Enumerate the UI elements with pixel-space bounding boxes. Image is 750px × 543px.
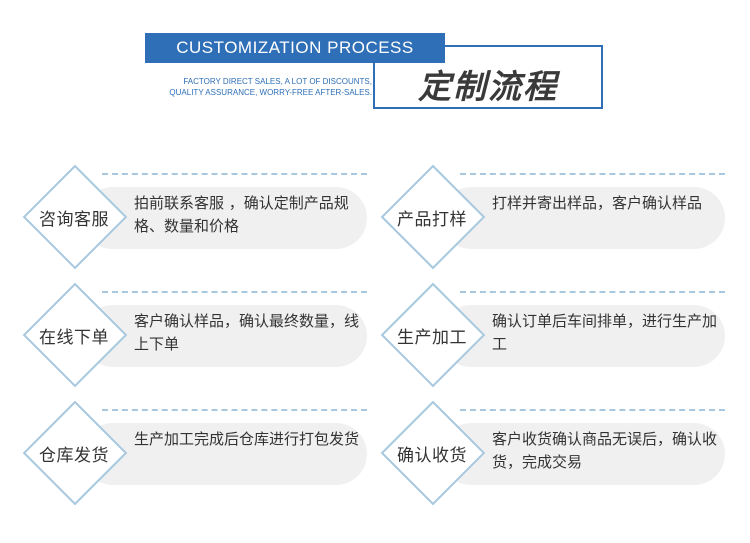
step-sampling: 打样并寄出样品，客户确认样品 产品打样 [380,164,725,270]
header-subtitle-line1: FACTORY DIRECT SALES, A LOT OF DISCOUNTS… [183,77,372,86]
step-title: 在线下单 [39,328,109,348]
step-shipping: 生产加工完成后仓库进行打包发货 仓库发货 [22,400,367,506]
step-pill [440,187,725,249]
step-desc: 打样并寄出样品，客户确认样品 [492,194,703,212]
header-subtitle-line2: QUALITY ASSURANCE, WORRY-FREE AFTER-SALE… [169,88,372,97]
step-desc: 拍前联系客服 ，确认定制产品规格、数量和价格 [134,194,349,235]
step-title: 产品打样 [397,210,467,230]
divider-dash [102,291,367,293]
step-receipt: 客户收货确认商品无误后，确认收货，完成交易 确认收货 [380,400,725,506]
step-pill [82,187,367,249]
step-title: 生产加工 [397,328,467,348]
step-order: 客户确认样品，确认最终数量，线上下单 在线下单 [22,282,367,388]
divider-dash [102,173,367,175]
divider-dash [460,291,725,293]
header-subtitle: FACTORY DIRECT SALES, A LOT OF DISCOUNTS… [152,76,372,98]
step-pill [82,305,367,367]
step-production: 确认订单后车间排单，进行生产加工 生产加工 [380,282,725,388]
divider-dash [102,409,367,411]
step-desc: 客户确认样品，确认最终数量，线上下单 [134,312,360,353]
header-en-title: CUSTOMIZATION PROCESS [145,33,445,63]
step-title: 咨询客服 [39,210,109,230]
divider-dash [460,409,725,411]
step-desc: 生产加工完成后仓库进行打包发货 [134,430,360,448]
divider-dash [460,173,725,175]
step-desc: 确认订单后车间排单，进行生产加工 [492,312,718,353]
step-title: 仓库发货 [39,446,109,466]
header-cn-title: 定制流程 [418,67,558,106]
step-title: 确认收货 [397,446,467,466]
step-pill [440,305,725,367]
step-desc: 客户收货确认商品无误后，确认收货，完成交易 [492,430,718,471]
step-pill [82,423,367,485]
step-consult: 拍前联系客服 ，确认定制产品规格、数量和价格 咨询客服 [22,164,367,270]
step-pill [440,423,725,485]
